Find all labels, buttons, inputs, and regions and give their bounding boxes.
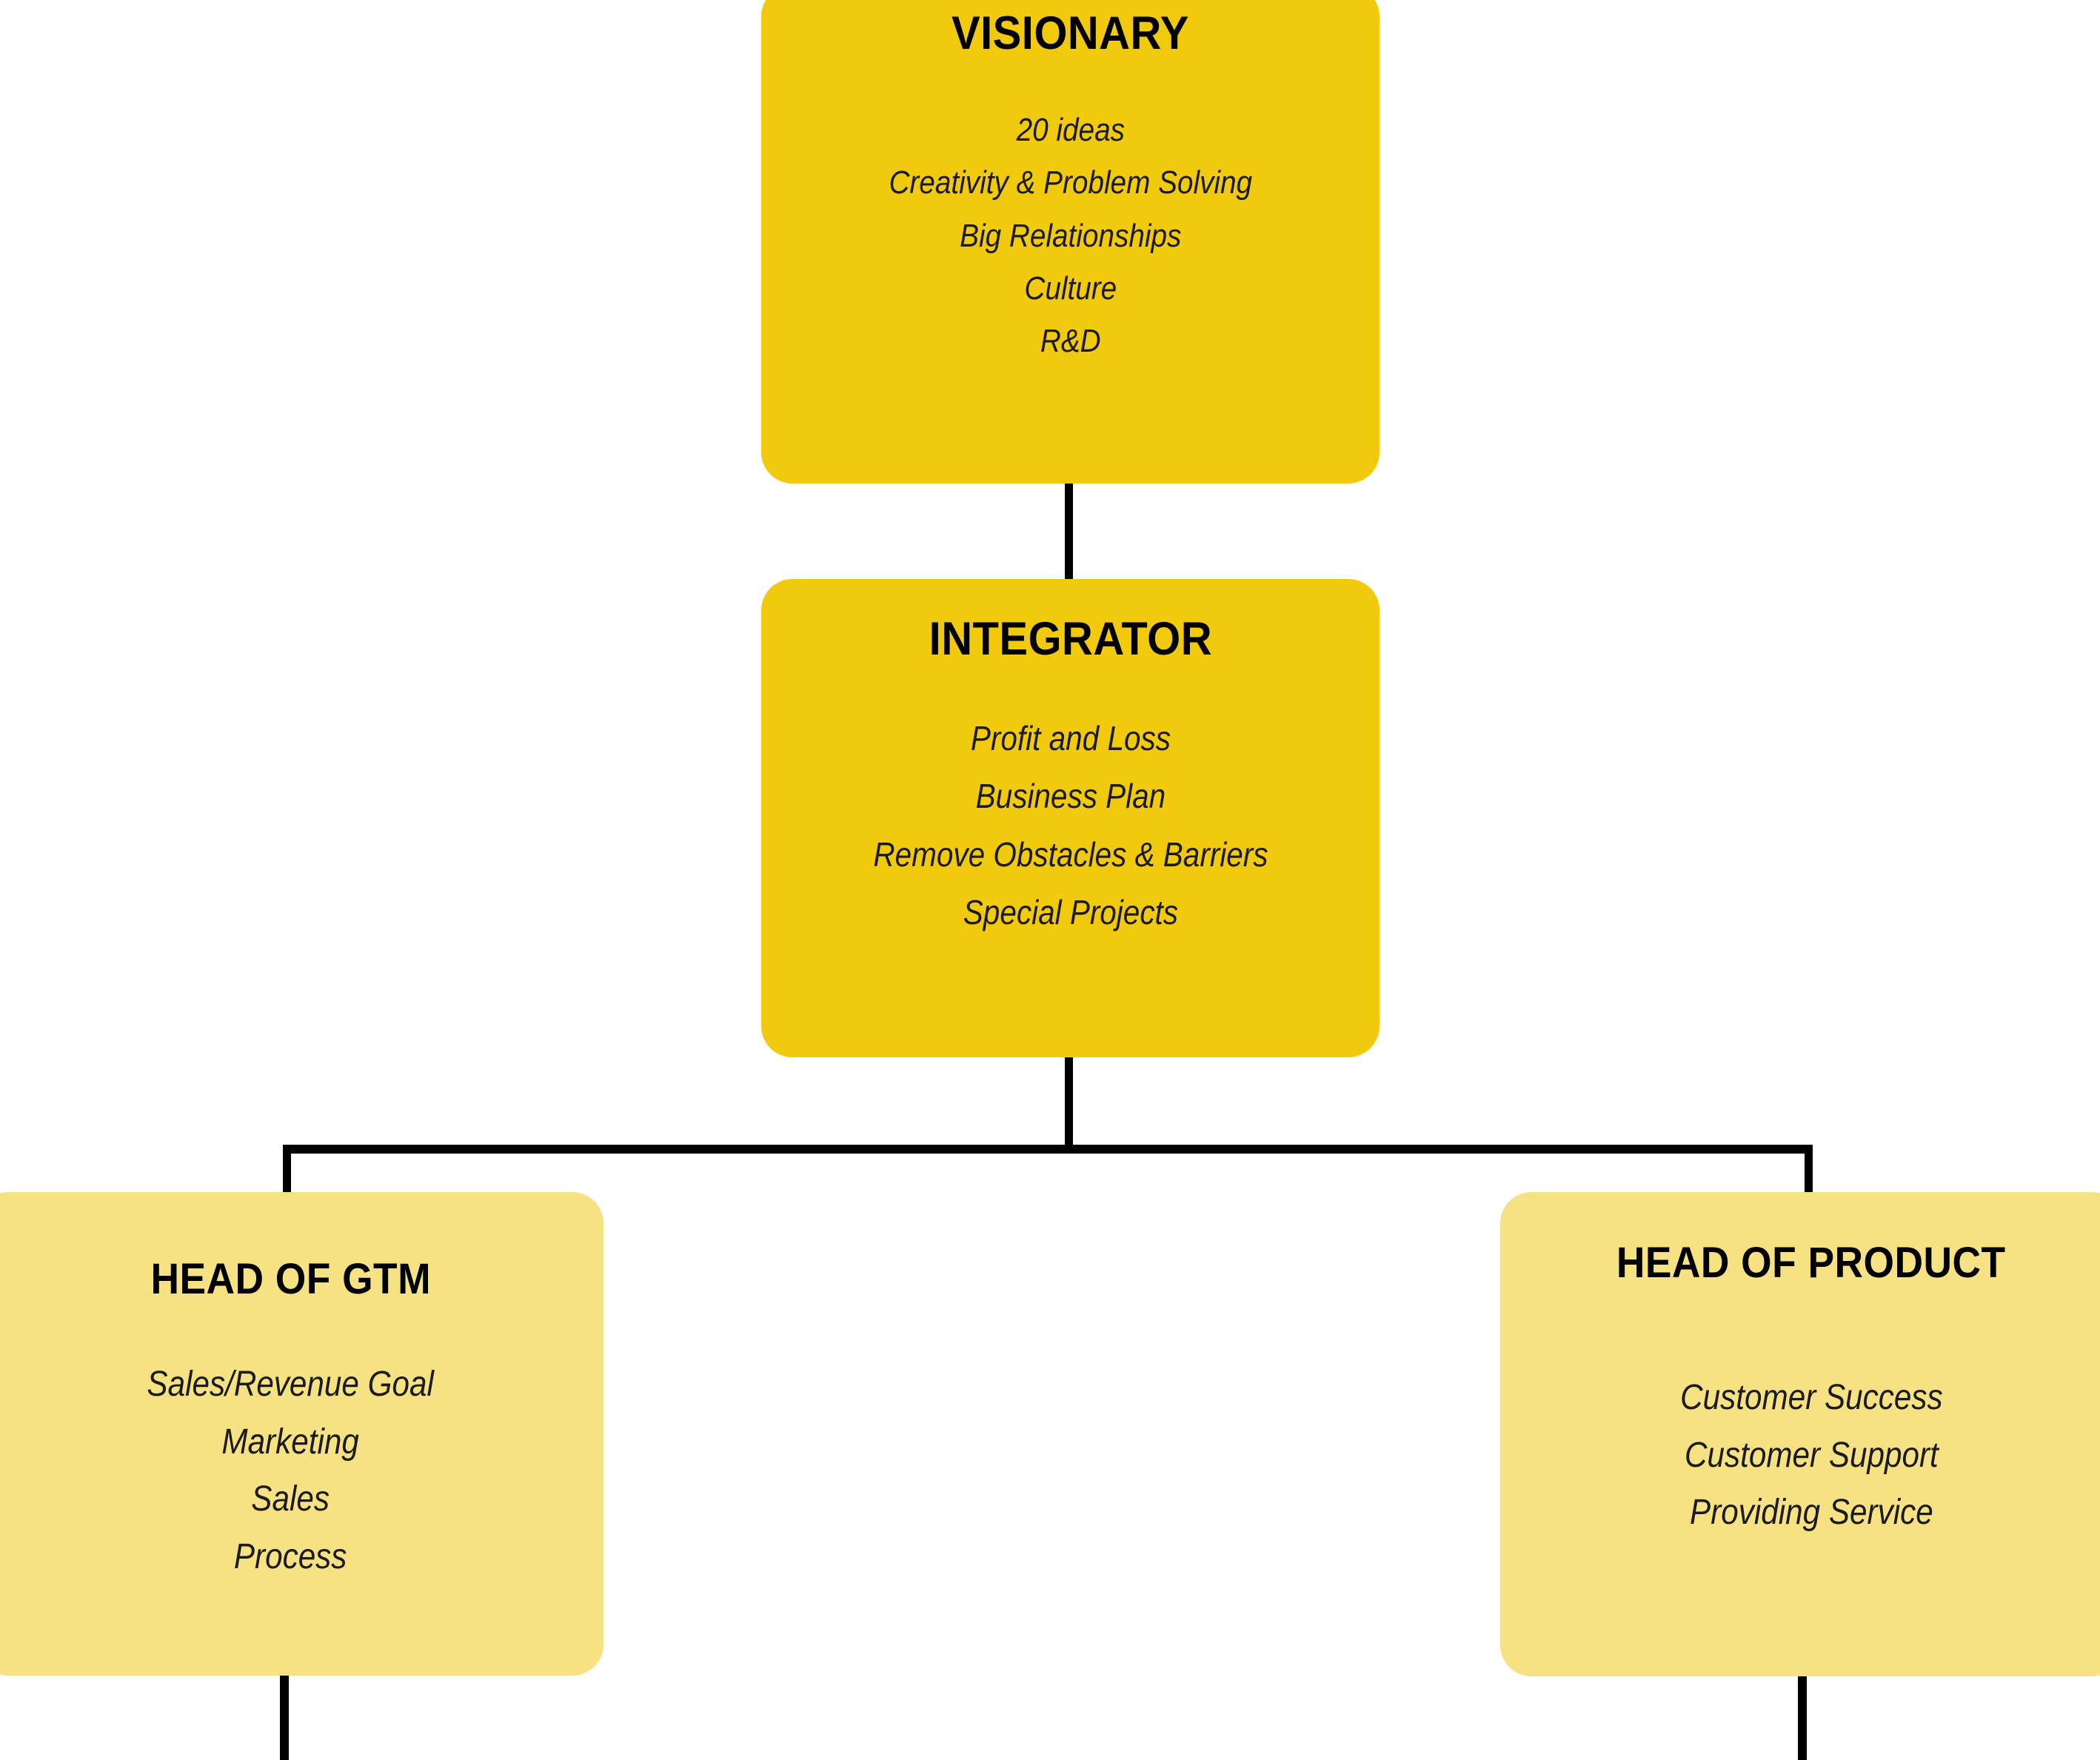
connector-horizontal-bus xyxy=(283,1145,1813,1154)
list-item: R&D xyxy=(1040,323,1101,360)
node-head-of-product[interactable]: HEAD OF PRODUCT Customer Success Custome… xyxy=(1500,1192,2100,1676)
node-integrator[interactable]: INTEGRATOR Profit and Loss Business Plan… xyxy=(761,579,1380,1057)
list-item: Special Projects xyxy=(963,892,1178,931)
list-item: Sales xyxy=(251,1479,330,1519)
connector-bus-to-head-of-product xyxy=(1805,1145,1813,1195)
list-item: Process xyxy=(234,1537,347,1577)
connector-integrator-to-bus xyxy=(1065,1057,1073,1146)
list-item: Big Relationships xyxy=(959,217,1182,254)
list-item: Providing Service xyxy=(1689,1493,1933,1533)
connector-visionary-to-integrator xyxy=(1065,484,1073,580)
list-item: Creativity & Problem Solving xyxy=(889,164,1252,201)
list-item: Business Plan xyxy=(975,777,1166,816)
node-visionary[interactable]: VISIONARY 20 ideas Creativity & Problem … xyxy=(761,0,1380,484)
connector-bus-to-head-of-gtm xyxy=(283,1145,291,1195)
list-item: Customer Support xyxy=(1684,1435,1939,1475)
list-item: Culture xyxy=(1024,270,1117,307)
node-visionary-responsibilities: 20 ideas Creativity & Problem Solving Bi… xyxy=(889,104,1252,367)
list-item: Marketing xyxy=(221,1422,360,1462)
list-item: Customer Success xyxy=(1679,1377,1943,1417)
node-integrator-responsibilities: Profit and Loss Business Plan Remove Obs… xyxy=(873,709,1268,941)
node-head-of-product-responsibilities: Customer Success Customer Support Provid… xyxy=(1680,1369,1942,1542)
node-integrator-title: INTEGRATOR xyxy=(929,613,1212,665)
connector-head-of-product-downstream xyxy=(1798,1676,1807,1760)
node-head-of-product-title: HEAD OF PRODUCT xyxy=(1616,1239,2006,1287)
list-item: Sales/Revenue Goal xyxy=(147,1364,435,1404)
list-item: 20 ideas xyxy=(1016,112,1125,149)
node-head-of-gtm-responsibilities: Sales/Revenue Goal Marketing Sales Proce… xyxy=(147,1356,434,1586)
node-head-of-gtm[interactable]: HEAD OF GTM Sales/Revenue Goal Marketing… xyxy=(0,1192,603,1676)
list-item: Profit and Loss xyxy=(970,719,1171,758)
node-visionary-title: VISIONARY xyxy=(952,7,1189,59)
node-head-of-gtm-title: HEAD OF GTM xyxy=(150,1255,431,1303)
list-item: Remove Obstacles & Barriers xyxy=(872,834,1268,874)
connector-head-of-gtm-downstream xyxy=(280,1676,289,1760)
